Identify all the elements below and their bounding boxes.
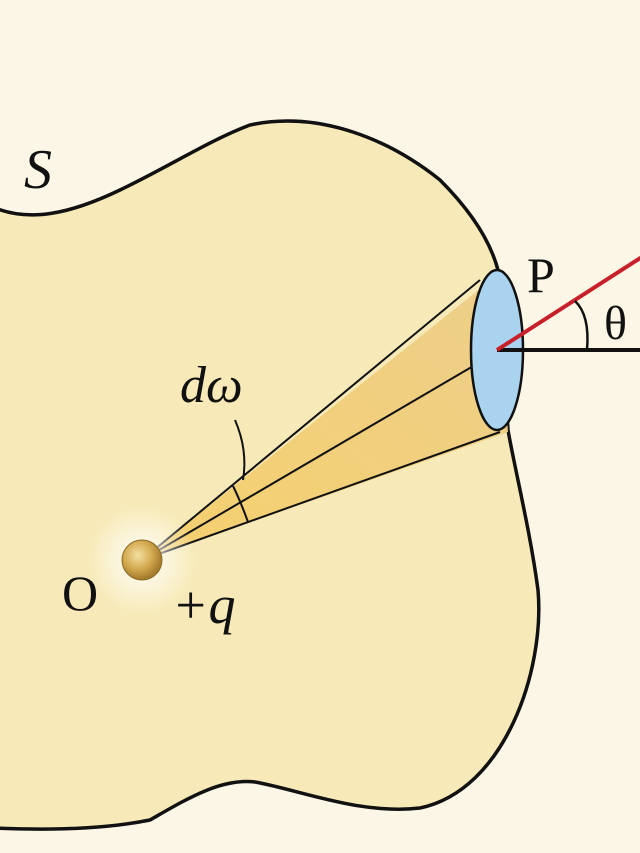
solid-angle-label: dω <box>180 357 243 414</box>
surface-label: S <box>24 139 52 201</box>
origin-label: O <box>62 565 99 621</box>
point-label: P <box>527 247 555 303</box>
solid-angle-arc <box>232 485 249 523</box>
solid-angle-leader <box>234 419 246 481</box>
cone-edge-center <box>141 364 476 561</box>
cone-edge-upper <box>141 279 481 561</box>
point-charge <box>121 539 163 581</box>
charge-label: +q <box>172 575 236 635</box>
cone-edge-lower <box>141 431 501 561</box>
angle-label: θ <box>604 297 627 350</box>
theta-arc <box>574 300 589 351</box>
normal-vector-line <box>495 255 640 352</box>
